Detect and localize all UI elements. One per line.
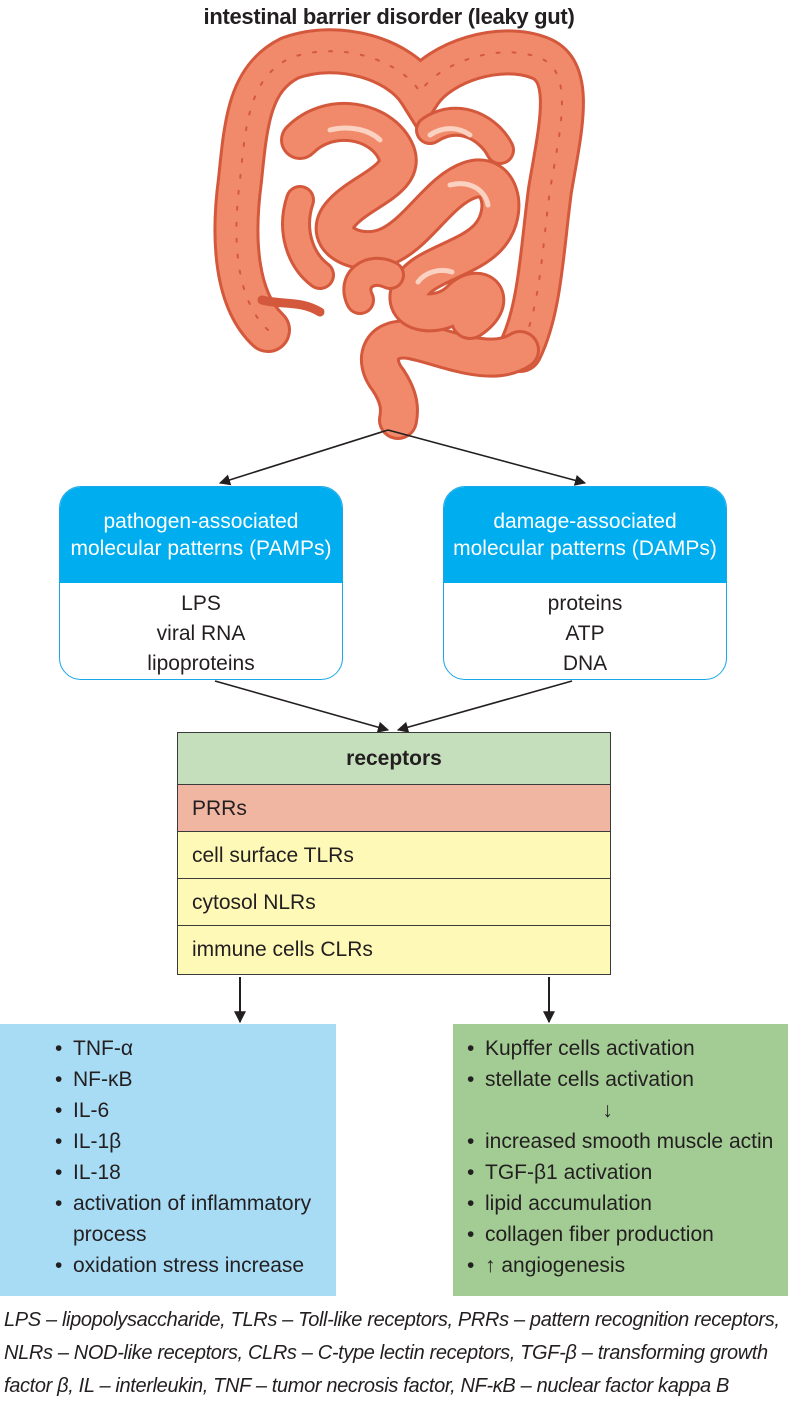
pamps-item: viral RNA <box>156 622 246 645</box>
damps-header-line: damage-associated <box>493 510 677 533</box>
fibrosis-item-text: lipid accumulation <box>485 1192 652 1215</box>
bullet: • <box>467 1161 475 1184</box>
fibrosis-item-text: ↑ angiogenesis <box>485 1254 626 1277</box>
bullet: • <box>55 1099 63 1122</box>
inflammation-item-text: IL-1β <box>73 1130 122 1153</box>
inflammation-item-text: activation of inflammatory process <box>73 1192 312 1246</box>
inflammation-item: • IL-6 <box>55 1095 336 1126</box>
fibrosis-item-text: stellate cells activation <box>485 1068 694 1091</box>
fibrosis-box: • Kupffer cells activation • stellate cell… <box>453 1024 788 1296</box>
fibrosis-item: • collagen fiber production <box>467 1219 788 1250</box>
receptor-row: immune cells CLRs <box>178 926 610 973</box>
fibrosis-item-text: collagen fiber production <box>485 1223 714 1246</box>
pamps-header-line: pathogen-associated <box>103 510 299 533</box>
damps-item: ATP <box>565 622 605 645</box>
fibrosis-item: • stellate cells activation <box>467 1064 788 1095</box>
arrow-to-pamps <box>218 429 389 486</box>
bullet: • <box>55 1068 63 1091</box>
inflammation-item: • NF-κB <box>55 1064 336 1095</box>
bullet: • <box>467 1037 475 1060</box>
bullet: • <box>55 1254 63 1277</box>
inflammation-item-text: TNF-α <box>73 1037 133 1060</box>
receptors-prr-row: PRRs <box>178 785 610 832</box>
lower-arrows <box>234 977 555 1024</box>
fibrosis-item-text: increased smooth muscle actin <box>485 1130 774 1153</box>
receptor-row: cell surface TLRs <box>178 832 610 879</box>
fibrosis-item-text: TGF-β1 activation <box>485 1161 653 1184</box>
inflammation-item: • oxidation stress increase <box>55 1250 336 1281</box>
bullet: • <box>55 1192 63 1215</box>
down-arrow-icon: ↓ <box>602 1099 613 1122</box>
bullet: • <box>467 1068 475 1091</box>
arrow-pamps-to-receptors <box>214 680 390 733</box>
pamps-header: pathogen-associated molecular patterns (… <box>60 487 342 583</box>
fibrosis-item: • Kupffer cells activation <box>467 1033 788 1064</box>
damps-item: proteins <box>547 592 623 615</box>
inflammation-item: • IL-18 <box>55 1157 336 1188</box>
damps-box: damage-associated molecular patterns (DA… <box>443 486 727 680</box>
pamps-item: lipoproteins <box>147 652 255 675</box>
intestine-icon <box>213 28 585 440</box>
fibrosis-item: • ↑ angiogenesis <box>467 1250 788 1281</box>
pamps-box: pathogen-associated molecular patterns (… <box>59 486 343 680</box>
inflammation-item-text: IL-6 <box>73 1099 110 1122</box>
receptors-title: receptors <box>178 733 610 785</box>
legend-line: NLRs – NOD-like receptors, CLRs – C-type… <box>4 1342 768 1364</box>
receptors-table: receptors PRRs cell surface TLRs cytosol… <box>177 732 611 975</box>
pamps-list: LPS viral RNA lipoproteins <box>60 583 342 679</box>
inflammation-item-text: oxidation stress increase <box>73 1254 305 1277</box>
bullet: • <box>467 1254 475 1277</box>
legend-line: factor β, IL – interleukin, TNF – tumor … <box>4 1375 729 1397</box>
arrow-damps-to-receptors <box>396 680 573 733</box>
diagram-title: intestinal barrier disorder (leaky gut) <box>203 4 575 29</box>
arrow-to-damps <box>387 429 587 486</box>
damps-header: damage-associated molecular patterns (DA… <box>444 487 726 583</box>
pamps-header-line: molecular patterns (PAMPs) <box>70 537 332 560</box>
inflammation-item-text: IL-18 <box>73 1161 121 1184</box>
pamps-item: LPS <box>181 592 221 615</box>
fibrosis-item: • increased smooth muscle actin <box>467 1126 788 1157</box>
inflammation-item: • activation of inflammatory process <box>55 1188 336 1250</box>
bullet: • <box>55 1130 63 1153</box>
inflammation-box: • TNF-α • NF-κB • IL-6 • IL-1β • IL-18 • activ… <box>0 1024 336 1296</box>
legend-line: LPS – lipopolysaccharide, TLRs – Toll-li… <box>4 1309 780 1331</box>
fibrosis-item: • TGF-β1 activation <box>467 1157 788 1188</box>
bullet: • <box>467 1130 475 1153</box>
bullet: • <box>55 1161 63 1184</box>
damps-list: proteins ATP DNA <box>444 583 726 679</box>
fibrosis-item-text: Kupffer cells activation <box>485 1037 695 1060</box>
bullet: • <box>55 1037 63 1060</box>
inflammation-item: • IL-1β <box>55 1126 336 1157</box>
receptor-row: cytosol NLRs <box>178 879 610 926</box>
inflammation-item: • TNF-α <box>55 1033 336 1064</box>
damps-header-line: molecular patterns (DAMPs) <box>453 537 717 560</box>
bullet: • <box>467 1223 475 1246</box>
diagram-graphics <box>213 28 587 733</box>
damps-item: DNA <box>562 652 608 675</box>
inflammation-item-text: NF-κB <box>73 1068 133 1091</box>
bullet: • <box>467 1192 475 1215</box>
fibrosis-item: • lipid accumulation <box>467 1188 788 1219</box>
abbreviations-legend: LPS – lipopolysaccharide, TLRs – Toll-li… <box>4 1304 784 1403</box>
